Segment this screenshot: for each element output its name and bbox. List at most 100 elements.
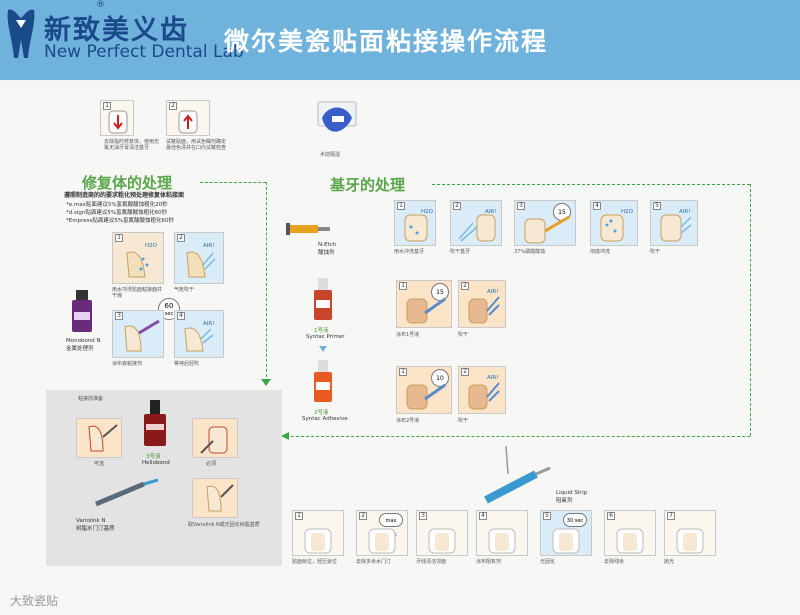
primer-number: 1号液 bbox=[314, 326, 329, 334]
adhesive-brush-icon bbox=[403, 381, 447, 411]
primer-step-1-caption: 涂布1号液 bbox=[396, 332, 419, 338]
tooth-step-icon bbox=[301, 527, 337, 555]
tooth-step-icon bbox=[425, 527, 461, 555]
heliobond-bottle-icon bbox=[142, 398, 168, 448]
final-step-1-caption: 贴面就位，轻压就位 bbox=[292, 559, 348, 565]
final-step-1: 1 bbox=[292, 510, 344, 556]
try-caption-2: 试戴贴面，用试色糊剂确定最佳色泽并在口内试戴检查 bbox=[166, 139, 226, 151]
primer-step-2: 2 AIR! bbox=[458, 280, 506, 328]
liquid-strip-label: Liquid Strip bbox=[556, 490, 587, 497]
step-number: 3 bbox=[419, 512, 427, 520]
timer-badge: max 5sec bbox=[379, 513, 403, 527]
tooth-rinse-icon bbox=[401, 213, 431, 243]
step-number: 4 bbox=[177, 312, 185, 320]
air-spray-icon bbox=[183, 249, 217, 281]
page-title: 微尔美瓷贴面粘接操作流程 bbox=[224, 22, 548, 58]
arrow-up-icon bbox=[177, 109, 199, 135]
restoration-step-4: 4 AIR! bbox=[174, 310, 224, 358]
liquid-strip-label-cn: 阻氧剂 bbox=[556, 498, 573, 505]
etch-syringe-icon bbox=[286, 218, 334, 240]
abutment-step-5: 5 AIR! bbox=[650, 200, 698, 246]
abutment-step-5-caption: 吹干 bbox=[650, 249, 702, 255]
restoration-step-2: 2 AIR! bbox=[174, 232, 224, 284]
adhesive-bottle-icon bbox=[312, 358, 334, 404]
watermark: 大致瓷贴 bbox=[10, 592, 58, 609]
final-step-3-caption: 牙线清洁邻面 bbox=[416, 559, 472, 565]
adhesive-step-1-caption: 涂布2号液 bbox=[396, 418, 419, 424]
monobond-bottle-icon bbox=[70, 288, 94, 334]
connector-line bbox=[200, 182, 266, 183]
step-number: 4 bbox=[593, 202, 601, 210]
abutment-step-2-caption: 吹干基牙 bbox=[450, 249, 502, 255]
cement-optional-caption: 可选 bbox=[94, 461, 104, 467]
restoration-intro-line-1: *e.max贴面建议5%氢氟酸酸蚀粗化20秒 bbox=[66, 202, 168, 209]
veneer-rinse-icon bbox=[123, 249, 153, 281]
primer-bottle-icon bbox=[312, 276, 334, 322]
adhesive-label: Syntac Adhesive bbox=[302, 416, 348, 423]
step-number: 1 bbox=[399, 368, 407, 376]
isolation-caption: 术前隔湿 bbox=[320, 152, 340, 158]
step-number: 1 bbox=[115, 234, 123, 242]
adhesive-step-2: 2 AIR! bbox=[458, 366, 506, 414]
final-step-6: 6 bbox=[604, 510, 656, 556]
final-step-6-caption: 去除残余 bbox=[604, 559, 660, 565]
arrow-down-icon bbox=[318, 344, 328, 354]
brush-apply-icon bbox=[119, 319, 161, 355]
heliobond-label: Heliobond bbox=[142, 460, 170, 467]
air-spray-icon bbox=[457, 213, 497, 243]
step-number: 1 bbox=[399, 282, 407, 290]
step-number: 1 bbox=[295, 512, 303, 520]
heliobond-number: 3号液 bbox=[146, 452, 161, 460]
abutment-step-4: 4 H2O bbox=[590, 200, 638, 246]
abutment-step-3-caption: 37%磷酸酸蚀 bbox=[514, 249, 576, 255]
tooth-logo-icon bbox=[4, 6, 38, 62]
arrow-down-icon bbox=[260, 378, 272, 388]
monobond-label-cn: 金属处理剂 bbox=[66, 346, 94, 353]
step-number: 3 bbox=[517, 202, 525, 210]
abutment-title: 基牙的处理 bbox=[330, 174, 405, 195]
monobond-label: Monobond N bbox=[66, 338, 101, 345]
abutment-step-4-caption: 彻底冲洗 bbox=[590, 249, 642, 255]
try-caption-1: 去除临时修复体，使用无氟无油牙膏清洁基牙 bbox=[104, 139, 160, 151]
adhesive-number: 2号液 bbox=[314, 408, 329, 416]
variolink-label-cn: 树脂水门汀基质 bbox=[76, 526, 115, 533]
air-spray-icon bbox=[657, 213, 693, 243]
step-number: 2 bbox=[453, 202, 461, 210]
final-step-4: 4 bbox=[476, 510, 528, 556]
cement-bottom-caption: 取Variolink N或光固化树脂基质 bbox=[188, 522, 278, 528]
air-spray-icon bbox=[465, 381, 501, 411]
tooth-rinse-icon bbox=[597, 213, 633, 243]
step-number: 2 bbox=[169, 102, 177, 110]
step-number: 7 bbox=[667, 512, 675, 520]
arrow-down-icon bbox=[107, 109, 129, 135]
liquid-strip-syringe-icon bbox=[476, 444, 556, 504]
veneer-icon bbox=[83, 423, 119, 455]
restoration-step-3: 3 bbox=[112, 310, 164, 358]
step-number: 2 bbox=[461, 368, 469, 376]
step-number: 5 bbox=[653, 202, 661, 210]
try-step-1: 1 bbox=[100, 100, 134, 136]
connector-line bbox=[750, 184, 751, 436]
abutment-step-2: 2 AIR! bbox=[450, 200, 502, 246]
tooth-step-icon bbox=[549, 527, 585, 555]
step-number: 2 bbox=[177, 234, 185, 242]
tooth-step-icon bbox=[613, 527, 649, 555]
restoration-intro-line-2: *d.sign贴面建议5%氢氟酸酸蚀粗化60秒 bbox=[66, 210, 167, 217]
etch-apply-icon bbox=[521, 215, 571, 245]
abutment-step-3: 3 15 bbox=[514, 200, 576, 246]
step-number: 4 bbox=[479, 512, 487, 520]
final-step-7: 7 bbox=[664, 510, 716, 556]
restoration-step-1-caption: 用水冲洗贴面粘接面并干燥 bbox=[112, 287, 164, 299]
header-banner: ® 新致美义齿 New Perfect Dental Lab 微尔美瓷贴面粘接操… bbox=[0, 0, 800, 80]
connector-line bbox=[286, 436, 750, 437]
abutment-step-1-caption: 用水冲洗基牙 bbox=[394, 249, 446, 255]
connector-line bbox=[266, 182, 267, 382]
etch-label: N-Etch bbox=[318, 242, 336, 249]
timer-badge: 30 sec bbox=[563, 513, 587, 527]
restoration-title: 修复体的处理 bbox=[82, 172, 172, 193]
final-step-2-caption: 去除多余水门汀 bbox=[356, 559, 412, 565]
restoration-step-1: 1 H2O bbox=[112, 232, 164, 284]
cement-required-image bbox=[192, 418, 238, 458]
